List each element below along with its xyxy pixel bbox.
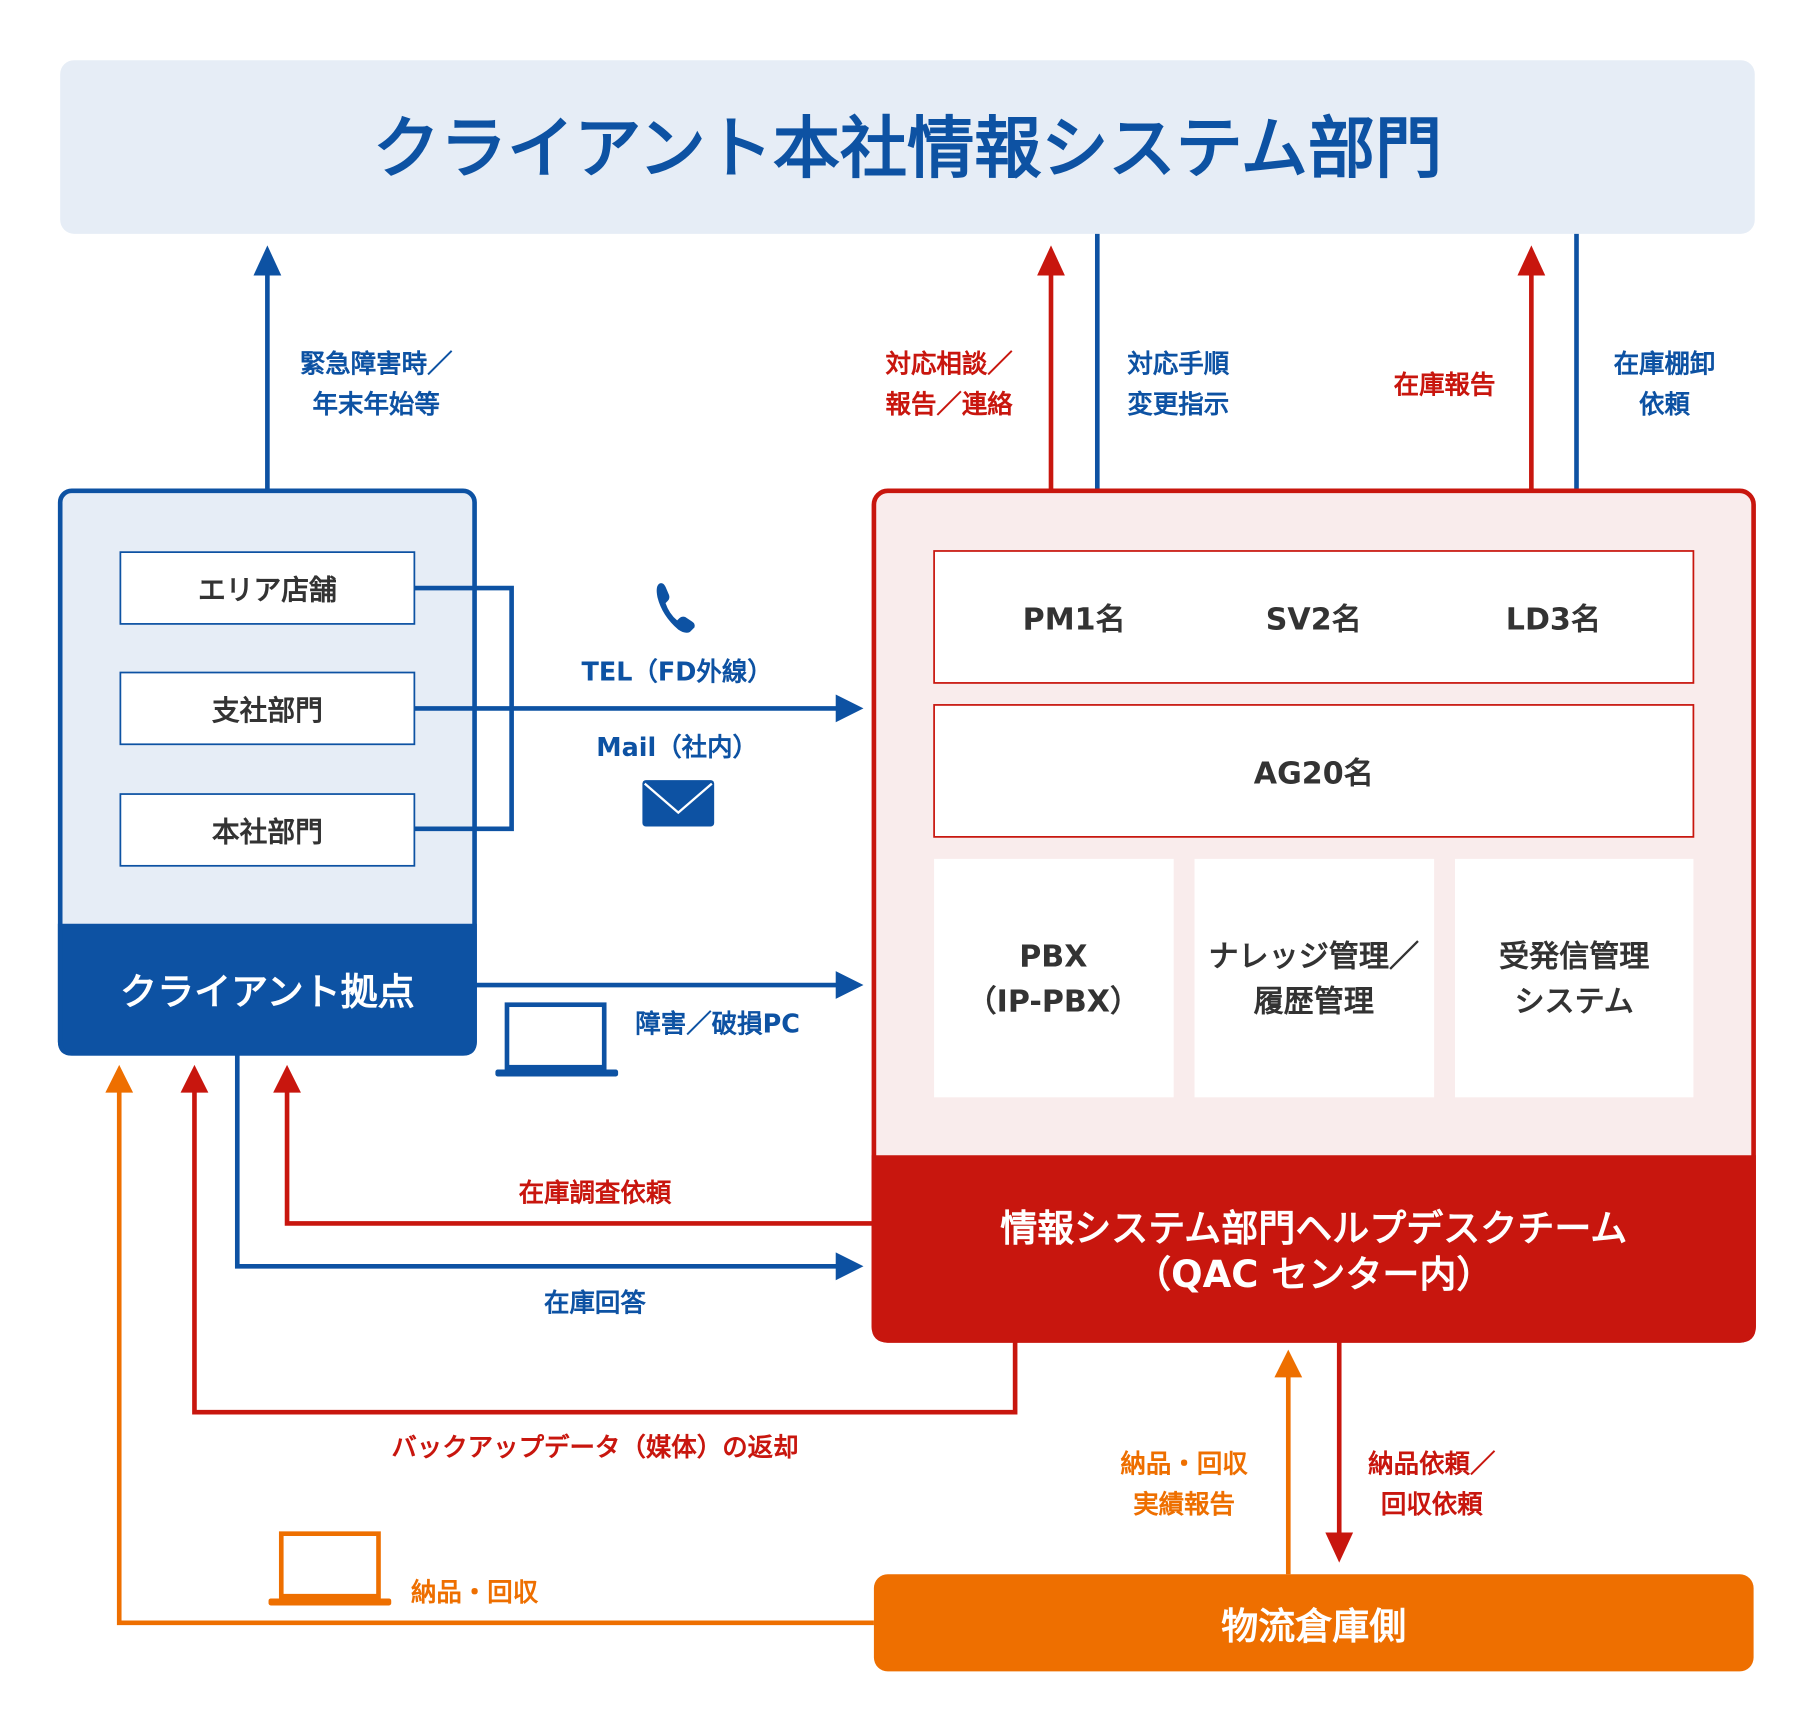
warehouse-title: 物流倉庫側 <box>1221 1605 1406 1648</box>
arrow-delivery-report <box>1274 1349 1303 1575</box>
label-delivery-request-line1: 納品依頼／ <box>1368 1449 1496 1479</box>
label-consult-line1: 対応相談／ <box>886 350 1014 380</box>
label-inventory-answer: 在庫回答 <box>544 1288 646 1318</box>
mail-icon <box>642 780 715 827</box>
agents-row: AG20名 <box>933 704 1695 838</box>
arrow-tel-mail <box>414 585 864 832</box>
warehouse-box: 物流倉庫側 <box>873 1574 1754 1672</box>
client-item-label: エリア店舗 <box>198 574 337 607</box>
label-delivery-report-line2: 実績報告 <box>1133 1490 1235 1520</box>
label-consult-line2: 報告／連絡 <box>886 390 1014 420</box>
laptop-icon <box>495 1002 619 1077</box>
client-item-branch: 支社部門 <box>119 671 416 746</box>
label-inventory-report: 在庫報告 <box>1394 371 1496 401</box>
arrow-delivery <box>105 1064 874 1626</box>
system-line1: PBX <box>1019 940 1087 975</box>
system-call-management: 受発信管理 システム <box>1454 858 1694 1098</box>
arrow-delivery-request <box>1325 1340 1354 1563</box>
arrow-broken-pc <box>474 971 864 999</box>
system-line1: 受発信管理 <box>1499 940 1649 975</box>
arrow-backup-return <box>180 1064 1018 1415</box>
label-delivery: 納品・回収 <box>411 1578 539 1608</box>
client-item-area-store: エリア店舗 <box>119 551 416 625</box>
label-inventory-survey: 在庫調査依頼 <box>519 1178 672 1208</box>
client-item-label: 支社部門 <box>212 694 323 727</box>
client-item-headquarters: 本社部門 <box>119 793 416 867</box>
helpdesk-title-line1: 情報システム部門ヘルプデスクチーム <box>1000 1207 1627 1250</box>
label-procedure-line1: 対応手順 <box>1127 350 1229 380</box>
label-emergency-line2: 年末年始等 <box>313 390 440 420</box>
system-line1: ナレッジ管理／ <box>1208 940 1419 975</box>
system-pbx: PBX （IP-PBX） <box>934 858 1174 1098</box>
top-box-title: クライアント本社情報システム部門 <box>373 109 1442 187</box>
label-inventory-request-line1: 在庫棚卸 <box>1614 350 1716 380</box>
client-site-box: クライアント拠点 <box>57 488 477 1056</box>
helpdesk-title-line2: （QAC センター内） <box>1134 1253 1493 1296</box>
staff-pm: PM1名 <box>1023 603 1126 638</box>
arrow-inventory-answer <box>234 1053 864 1281</box>
system-line2: システム <box>1514 985 1633 1020</box>
laptop-icon <box>268 1531 392 1606</box>
label-delivery-request-line2: 回収依頼 <box>1381 1490 1483 1520</box>
agents-count: AG20名 <box>1254 757 1374 792</box>
label-inventory-request-line2: 依頼 <box>1639 390 1690 420</box>
top-box-headquarters-it: クライアント本社情報システム部門 <box>60 60 1755 234</box>
label-mail: Mail（社内） <box>596 733 758 763</box>
phone-icon <box>656 583 695 633</box>
client-item-label: 本社部門 <box>212 816 323 849</box>
system-line2: （IP-PBX） <box>967 985 1141 1020</box>
staff-sv: SV2名 <box>1266 603 1362 638</box>
arrow-inventory-survey <box>273 1064 874 1226</box>
label-emergency-line1: 緊急障害時／ <box>300 350 453 380</box>
label-broken-pc: 障害／破損PC <box>635 1009 800 1039</box>
arrow-emergency <box>253 245 282 489</box>
label-tel: TEL（FD外線） <box>581 658 772 688</box>
label-backup-return: バックアップデータ（媒体）の返却 <box>391 1433 798 1463</box>
client-site-title: クライアント拠点 <box>120 971 415 1014</box>
system-line2: 履歴管理 <box>1254 985 1374 1020</box>
staff-ld: LD3名 <box>1506 603 1601 638</box>
system-knowledge: ナレッジ管理／ 履歴管理 <box>1194 858 1435 1098</box>
label-delivery-report-line1: 納品・回収 <box>1120 1449 1248 1479</box>
staff-row: PM1名 SV2名 LD3名 <box>933 550 1695 684</box>
label-procedure-line2: 変更指示 <box>1127 390 1229 420</box>
